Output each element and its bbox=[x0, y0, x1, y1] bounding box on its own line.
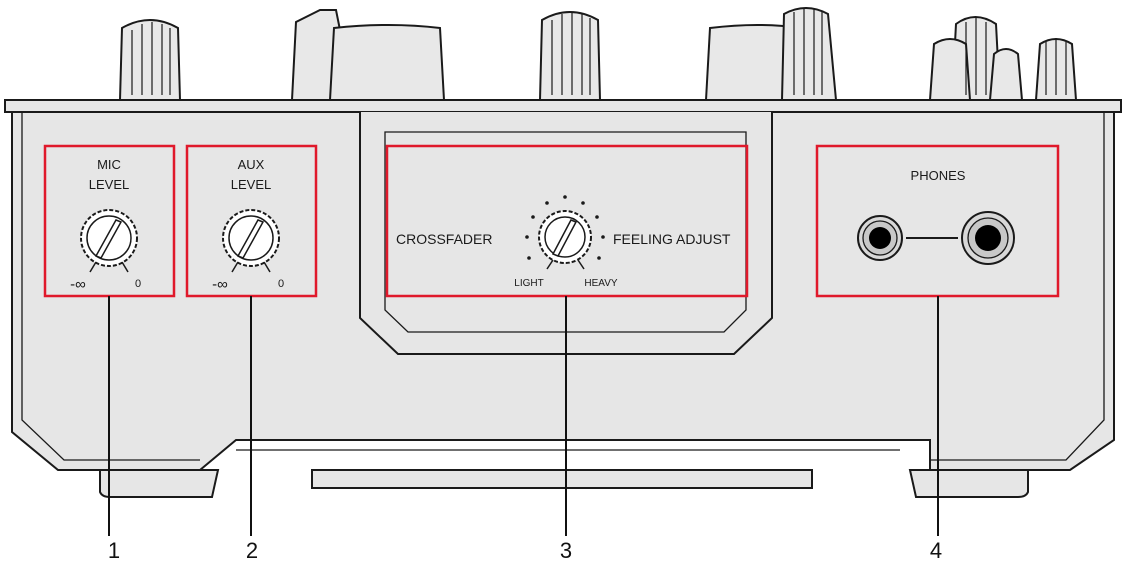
mic-max-label: 0 bbox=[135, 278, 141, 290]
mic-level-label: LEVEL bbox=[89, 177, 129, 192]
callout-2: 2 bbox=[246, 538, 258, 563]
mic-knob-indicator bbox=[94, 219, 123, 259]
aux-label: AUX bbox=[238, 157, 265, 172]
crossfader-label: CROSSFADER bbox=[396, 231, 492, 247]
scale-dots bbox=[525, 195, 605, 260]
mic-min-label: -∞ bbox=[70, 276, 86, 293]
top-knobs bbox=[118, 7, 1078, 101]
aux-max-label: 0 bbox=[278, 278, 284, 290]
left-foot bbox=[99, 469, 220, 498]
aux-min-label: -∞ bbox=[212, 276, 228, 293]
callout-1: 1 bbox=[108, 538, 120, 563]
callout-lines bbox=[108, 296, 939, 536]
heavy-label: HEAVY bbox=[584, 278, 617, 289]
center-foot bbox=[311, 469, 813, 489]
knob-ridges bbox=[131, 8, 1067, 95]
phones-label: PHONES bbox=[911, 168, 966, 183]
aux-level-group: AUX LEVEL -∞ 0 bbox=[185, 144, 318, 298]
feeling-knob-indicator bbox=[551, 219, 578, 257]
aux-level-label: LEVEL bbox=[231, 177, 271, 192]
top-plate bbox=[4, 99, 1122, 113]
callout-3: 3 bbox=[560, 538, 572, 563]
callout-4: 4 bbox=[930, 538, 942, 563]
mic-level-group: MIC LEVEL -∞ 0 bbox=[43, 144, 176, 298]
aux-knob-indicator bbox=[236, 219, 265, 259]
mic-label: MIC bbox=[97, 157, 121, 172]
right-foot bbox=[908, 469, 1029, 498]
feeling-adjust-label: FEELING ADJUST bbox=[613, 231, 731, 247]
light-label: LIGHT bbox=[514, 278, 543, 289]
